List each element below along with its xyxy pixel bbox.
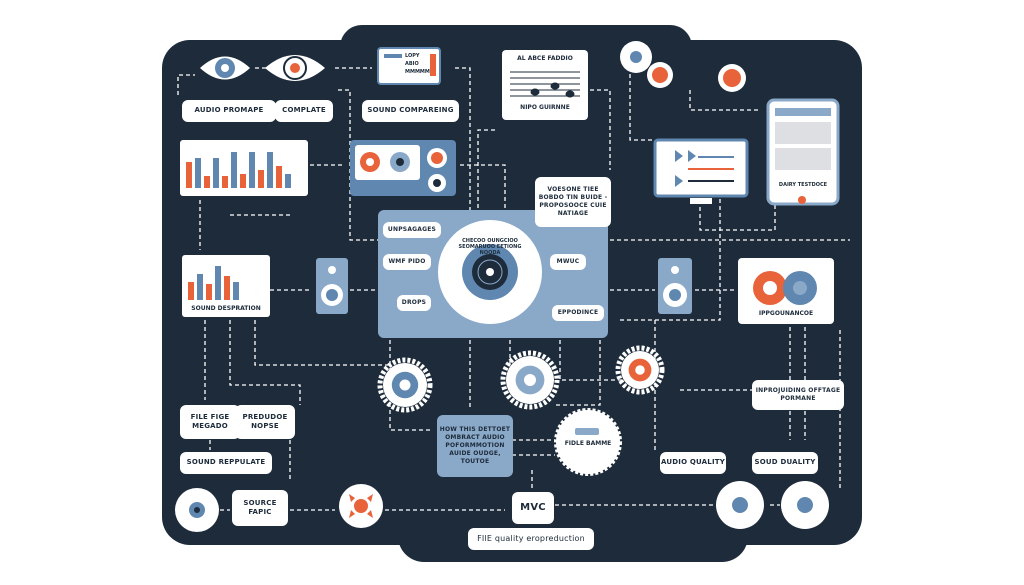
vinyl-icon — [620, 41, 652, 73]
headphones-icon — [718, 64, 746, 92]
battery-icon — [575, 428, 599, 435]
callout-drops: DROPS — [397, 295, 431, 311]
chart-bar — [240, 174, 246, 188]
speaker-icon — [316, 258, 348, 314]
music-title: AL ABCE FADDIO — [517, 55, 573, 62]
chart-bar — [224, 276, 230, 300]
vinyl-icon — [753, 271, 817, 305]
callout-mwuc: MWUC — [550, 254, 586, 270]
chart-bar — [231, 152, 237, 188]
music-sheet-card — [502, 50, 588, 120]
vinyl-icon — [175, 488, 219, 532]
label-audio-promape: AUDIO PROMAPE — [182, 100, 276, 122]
callout-voesone: VOESONE TIEE BOBDO TIN BUIDE -PROPOSOOCE… — [535, 177, 611, 227]
callout-eppodince: EPPODINCE — [552, 305, 604, 321]
chart-bar — [213, 158, 219, 188]
gear-icon — [377, 357, 433, 413]
vinyl-icon — [438, 220, 542, 324]
callout-unpsagages: UNPSAGAGES — [383, 222, 441, 238]
doc-line: LOPY — [405, 53, 420, 59]
eye-icon — [265, 55, 325, 81]
music-subtitle: NIPO GUIRNNE — [520, 104, 570, 111]
chart-bar — [215, 266, 221, 300]
tablet-caption: DAIRY TESTDOCE — [778, 182, 828, 188]
chart-bar — [233, 282, 239, 300]
label-file-quality: FIlE quality eropreduction — [468, 528, 594, 550]
chart-bar — [186, 162, 192, 188]
eye-icon — [200, 56, 250, 80]
bar-chart-icon — [186, 152, 291, 188]
label-how-this: HOW THIS DETTOET OMBRACT AUDIO POFORMMOT… — [437, 415, 513, 477]
vinyl-icon — [647, 62, 673, 88]
document-icon — [377, 47, 441, 85]
label-ippgoun: IPPGOUNANCOE — [758, 310, 814, 317]
doc-line: MMMMM — [405, 69, 430, 75]
bar-chart-icon — [188, 266, 239, 300]
chart-bar — [195, 158, 201, 188]
music-notes-icon — [510, 71, 580, 98]
monitor-icon — [653, 138, 749, 204]
chart-bar — [222, 176, 228, 188]
doc-line: ABIO — [405, 61, 419, 67]
doc-lines: LOPY ABIO MMMMM — [405, 52, 430, 76]
label-source-fapic: SOURCE FAPIC — [232, 490, 288, 526]
tablet-icon — [766, 98, 840, 206]
label-complate: COMPLATE — [275, 100, 333, 122]
chart-bar — [276, 166, 282, 188]
label-soud-duality: SOUD DUALITY — [752, 452, 818, 474]
chart-bar — [206, 284, 212, 300]
disc-ring-text: CHECOO OUNGCIOO SEOMARUOO EETIONG NOODA — [458, 238, 522, 256]
chart-bar — [197, 274, 203, 300]
callout-wmf-pido: WMF PIDO — [383, 254, 431, 270]
chart-bar — [258, 170, 264, 188]
label-file-fige: FILE FIGE MEGADO — [180, 405, 240, 439]
label-sound-reppulate: SOUND REPPULATE — [180, 452, 272, 474]
label-fidle-bamme: FIDLE BAMME — [564, 440, 612, 447]
gear-icon — [615, 345, 665, 395]
chart-bar — [267, 152, 273, 188]
label-sound-desperation: SOUND DESPRATION — [191, 305, 261, 312]
speaker-icon — [339, 484, 383, 528]
cassette-icon — [350, 140, 456, 196]
chart-bar — [204, 176, 210, 188]
gear-icon — [500, 350, 560, 410]
label-preduoe: PREDUDOE NOPSE — [235, 405, 295, 439]
speaker-icon — [658, 258, 692, 314]
vinyl-icon — [781, 481, 829, 529]
chart-bar — [285, 174, 291, 188]
label-mvc: MVC — [512, 492, 554, 524]
gear-icon — [554, 408, 622, 476]
label-sound-compareing: SOUND COMPAREING — [362, 100, 459, 122]
chart-bar — [188, 282, 194, 300]
label-inprojuiding: INPROJUIDING OFFTAGE PORMANE — [752, 380, 844, 410]
vinyl-icon — [716, 481, 764, 529]
chart-bar — [249, 152, 255, 188]
label-audio-quality: AUDIO QUALITY — [660, 452, 726, 474]
